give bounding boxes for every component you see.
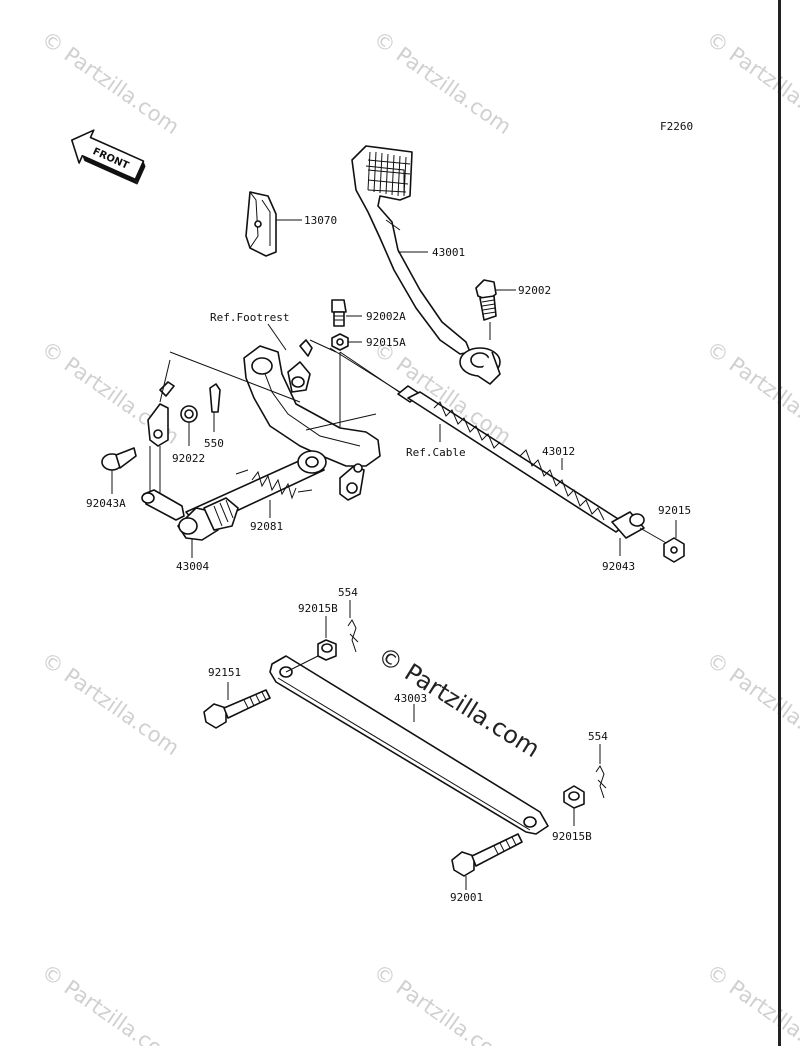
part-554-clip-lower bbox=[595, 744, 607, 799]
front-direction-arrow: FRONT bbox=[71, 129, 146, 185]
watermark: © Partzilla.com bbox=[702, 26, 800, 139]
part-92015A-nut bbox=[331, 333, 362, 351]
part-92043-clevis-pin bbox=[611, 511, 645, 556]
callout-92043: 92043 bbox=[602, 560, 635, 573]
part-92081-return-spring bbox=[235, 469, 313, 518]
part-92022-washer bbox=[180, 405, 198, 446]
part-92151-bolt bbox=[203, 682, 271, 729]
callout-43012: 43012 bbox=[542, 445, 575, 458]
callout-550: 550 bbox=[204, 437, 224, 450]
callout-554-upper: 554 bbox=[338, 586, 358, 599]
part-554-clip-upper bbox=[347, 600, 359, 653]
part-92001-bolt bbox=[451, 833, 523, 890]
part-92043A-pin bbox=[101, 447, 137, 494]
watermark: © Partzilla.com bbox=[702, 647, 800, 760]
figure-code: F2260 bbox=[660, 120, 693, 133]
part-550-cotter-pin bbox=[209, 383, 221, 432]
part-92015-nut bbox=[639, 520, 685, 563]
ref-cable-label: Ref.Cable bbox=[406, 446, 466, 459]
watermark-layer: © Partzilla.com © Partzilla.com © Partzi… bbox=[37, 26, 800, 1050]
callout-92043A: 92043A bbox=[86, 497, 126, 510]
callout-92001: 92001 bbox=[450, 891, 483, 904]
watermark: © Partzilla.com bbox=[37, 647, 184, 760]
callout-43001: 43001 bbox=[432, 246, 465, 259]
part-43001-brake-pedal bbox=[351, 145, 501, 385]
callout-92015B-upper: 92015B bbox=[298, 602, 338, 615]
part-92002-bolt bbox=[475, 279, 516, 340]
callout-92022: 92022 bbox=[172, 452, 205, 465]
watermark: © Partzilla.com bbox=[702, 336, 800, 449]
callout-92151: 92151 bbox=[208, 666, 241, 679]
part-43004-brake-lever bbox=[141, 359, 239, 558]
callout-13070: 13070 bbox=[304, 214, 337, 227]
part-13070-bracket bbox=[245, 191, 302, 257]
watermark: © Partzilla.com bbox=[702, 959, 800, 1046]
ref-footrest-label: Ref.Footrest bbox=[210, 311, 289, 324]
part-92015B-nut-lower bbox=[563, 785, 585, 826]
watermark: © Partzilla.com bbox=[37, 959, 184, 1046]
part-92002A-bolt bbox=[331, 299, 362, 327]
callout-92015B-lower: 92015B bbox=[552, 830, 592, 843]
callout-43004: 43004 bbox=[176, 560, 209, 573]
callout-92002A: 92002A bbox=[366, 310, 406, 323]
callout-43003: 43003 bbox=[394, 692, 427, 705]
callout-92081: 92081 bbox=[250, 520, 283, 533]
callout-92015A: 92015A bbox=[366, 336, 406, 349]
callout-92015: 92015 bbox=[658, 504, 691, 517]
callout-554-lower: 554 bbox=[588, 730, 608, 743]
watermark: © Partzilla.com bbox=[369, 26, 516, 139]
watermark: © Partzilla.com bbox=[369, 959, 516, 1046]
callout-92002: 92002 bbox=[518, 284, 551, 297]
part-43003-linkage-rod bbox=[269, 651, 549, 835]
page-edge-line bbox=[778, 0, 781, 1046]
part-92015B-nut-upper bbox=[317, 616, 337, 661]
watermark: © Partzilla.com bbox=[37, 26, 184, 139]
